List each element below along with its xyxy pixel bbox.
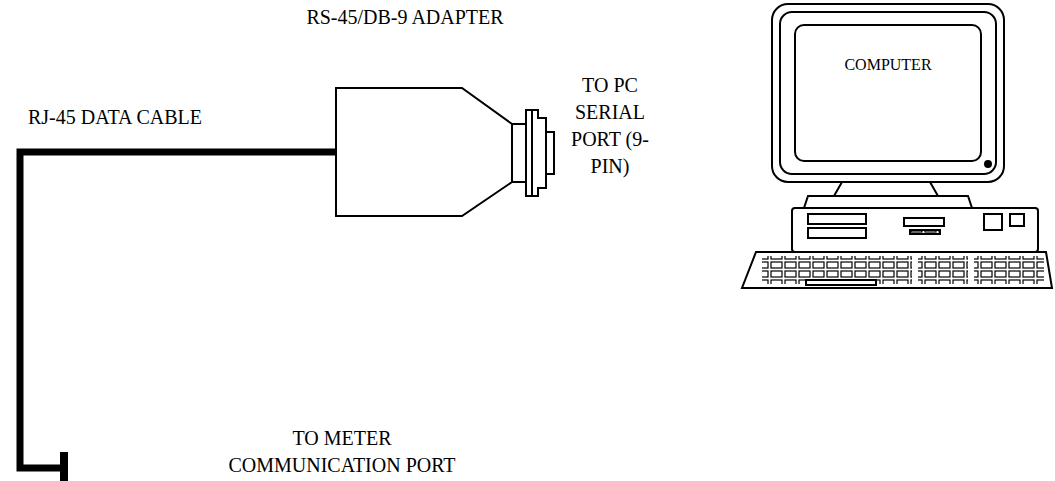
meter-label: TO METER COMMUNICATION PORT (212, 425, 472, 479)
adapter-body (336, 88, 554, 216)
computer-screen: COMPUTER (794, 24, 982, 162)
cable-label: RJ-45 DATA CABLE (28, 104, 308, 131)
cable-plug (60, 452, 68, 481)
adapter-label: RS-45/DB-9 ADAPTER (300, 4, 510, 31)
screen-text: COMPUTER (844, 56, 931, 74)
port-label: TO PC SERIAL PORT (9-PIN) (560, 72, 660, 180)
rj45-cable (20, 152, 336, 468)
computer-drawing (742, 4, 1052, 288)
